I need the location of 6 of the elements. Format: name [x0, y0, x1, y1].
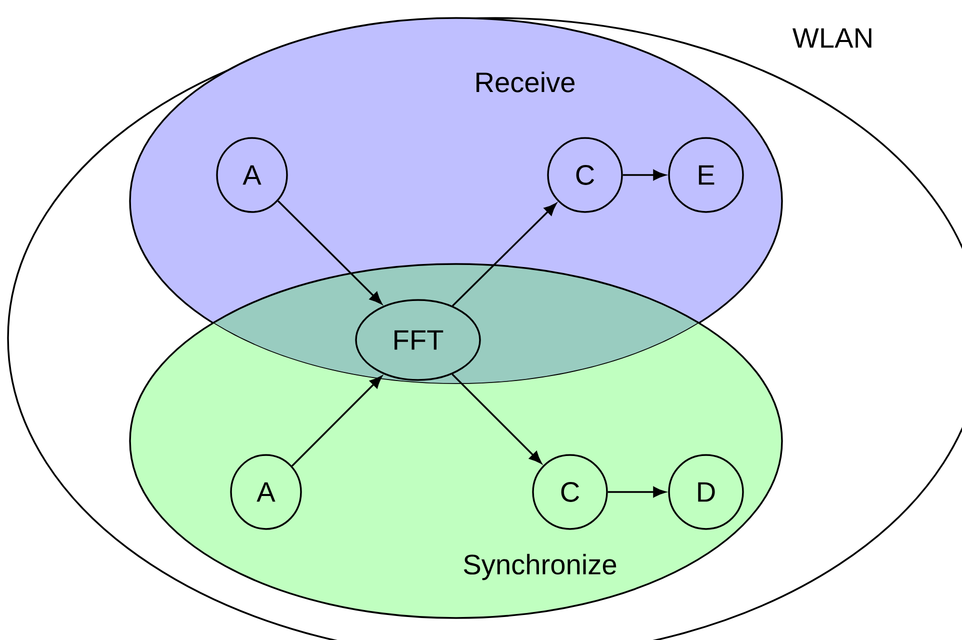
arrow [608, 486, 666, 498]
arrow [452, 374, 542, 464]
arrow [278, 200, 382, 304]
arrow [622, 170, 666, 180]
arrow [452, 203, 557, 306]
arrow [291, 376, 382, 467]
